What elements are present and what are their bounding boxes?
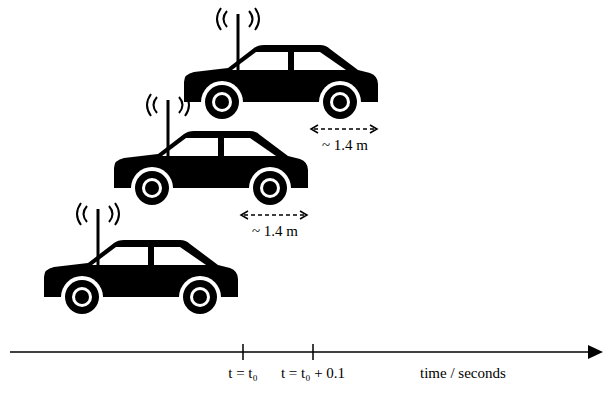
- car-icon: [114, 94, 308, 209]
- car-icon: [184, 8, 378, 123]
- tick-label: t = t₀ + 0.1: [281, 365, 345, 382]
- distance-label: ~ 1.4 m: [322, 137, 368, 154]
- distance-label: ~ 1.4 m: [252, 223, 298, 240]
- axis-label: time / seconds: [420, 365, 506, 382]
- car-icon: [44, 203, 238, 318]
- tick-label: t = t₀: [228, 365, 258, 382]
- distance-arrow: [311, 125, 377, 133]
- time-axis: [10, 344, 603, 360]
- distance-arrow: [241, 211, 307, 219]
